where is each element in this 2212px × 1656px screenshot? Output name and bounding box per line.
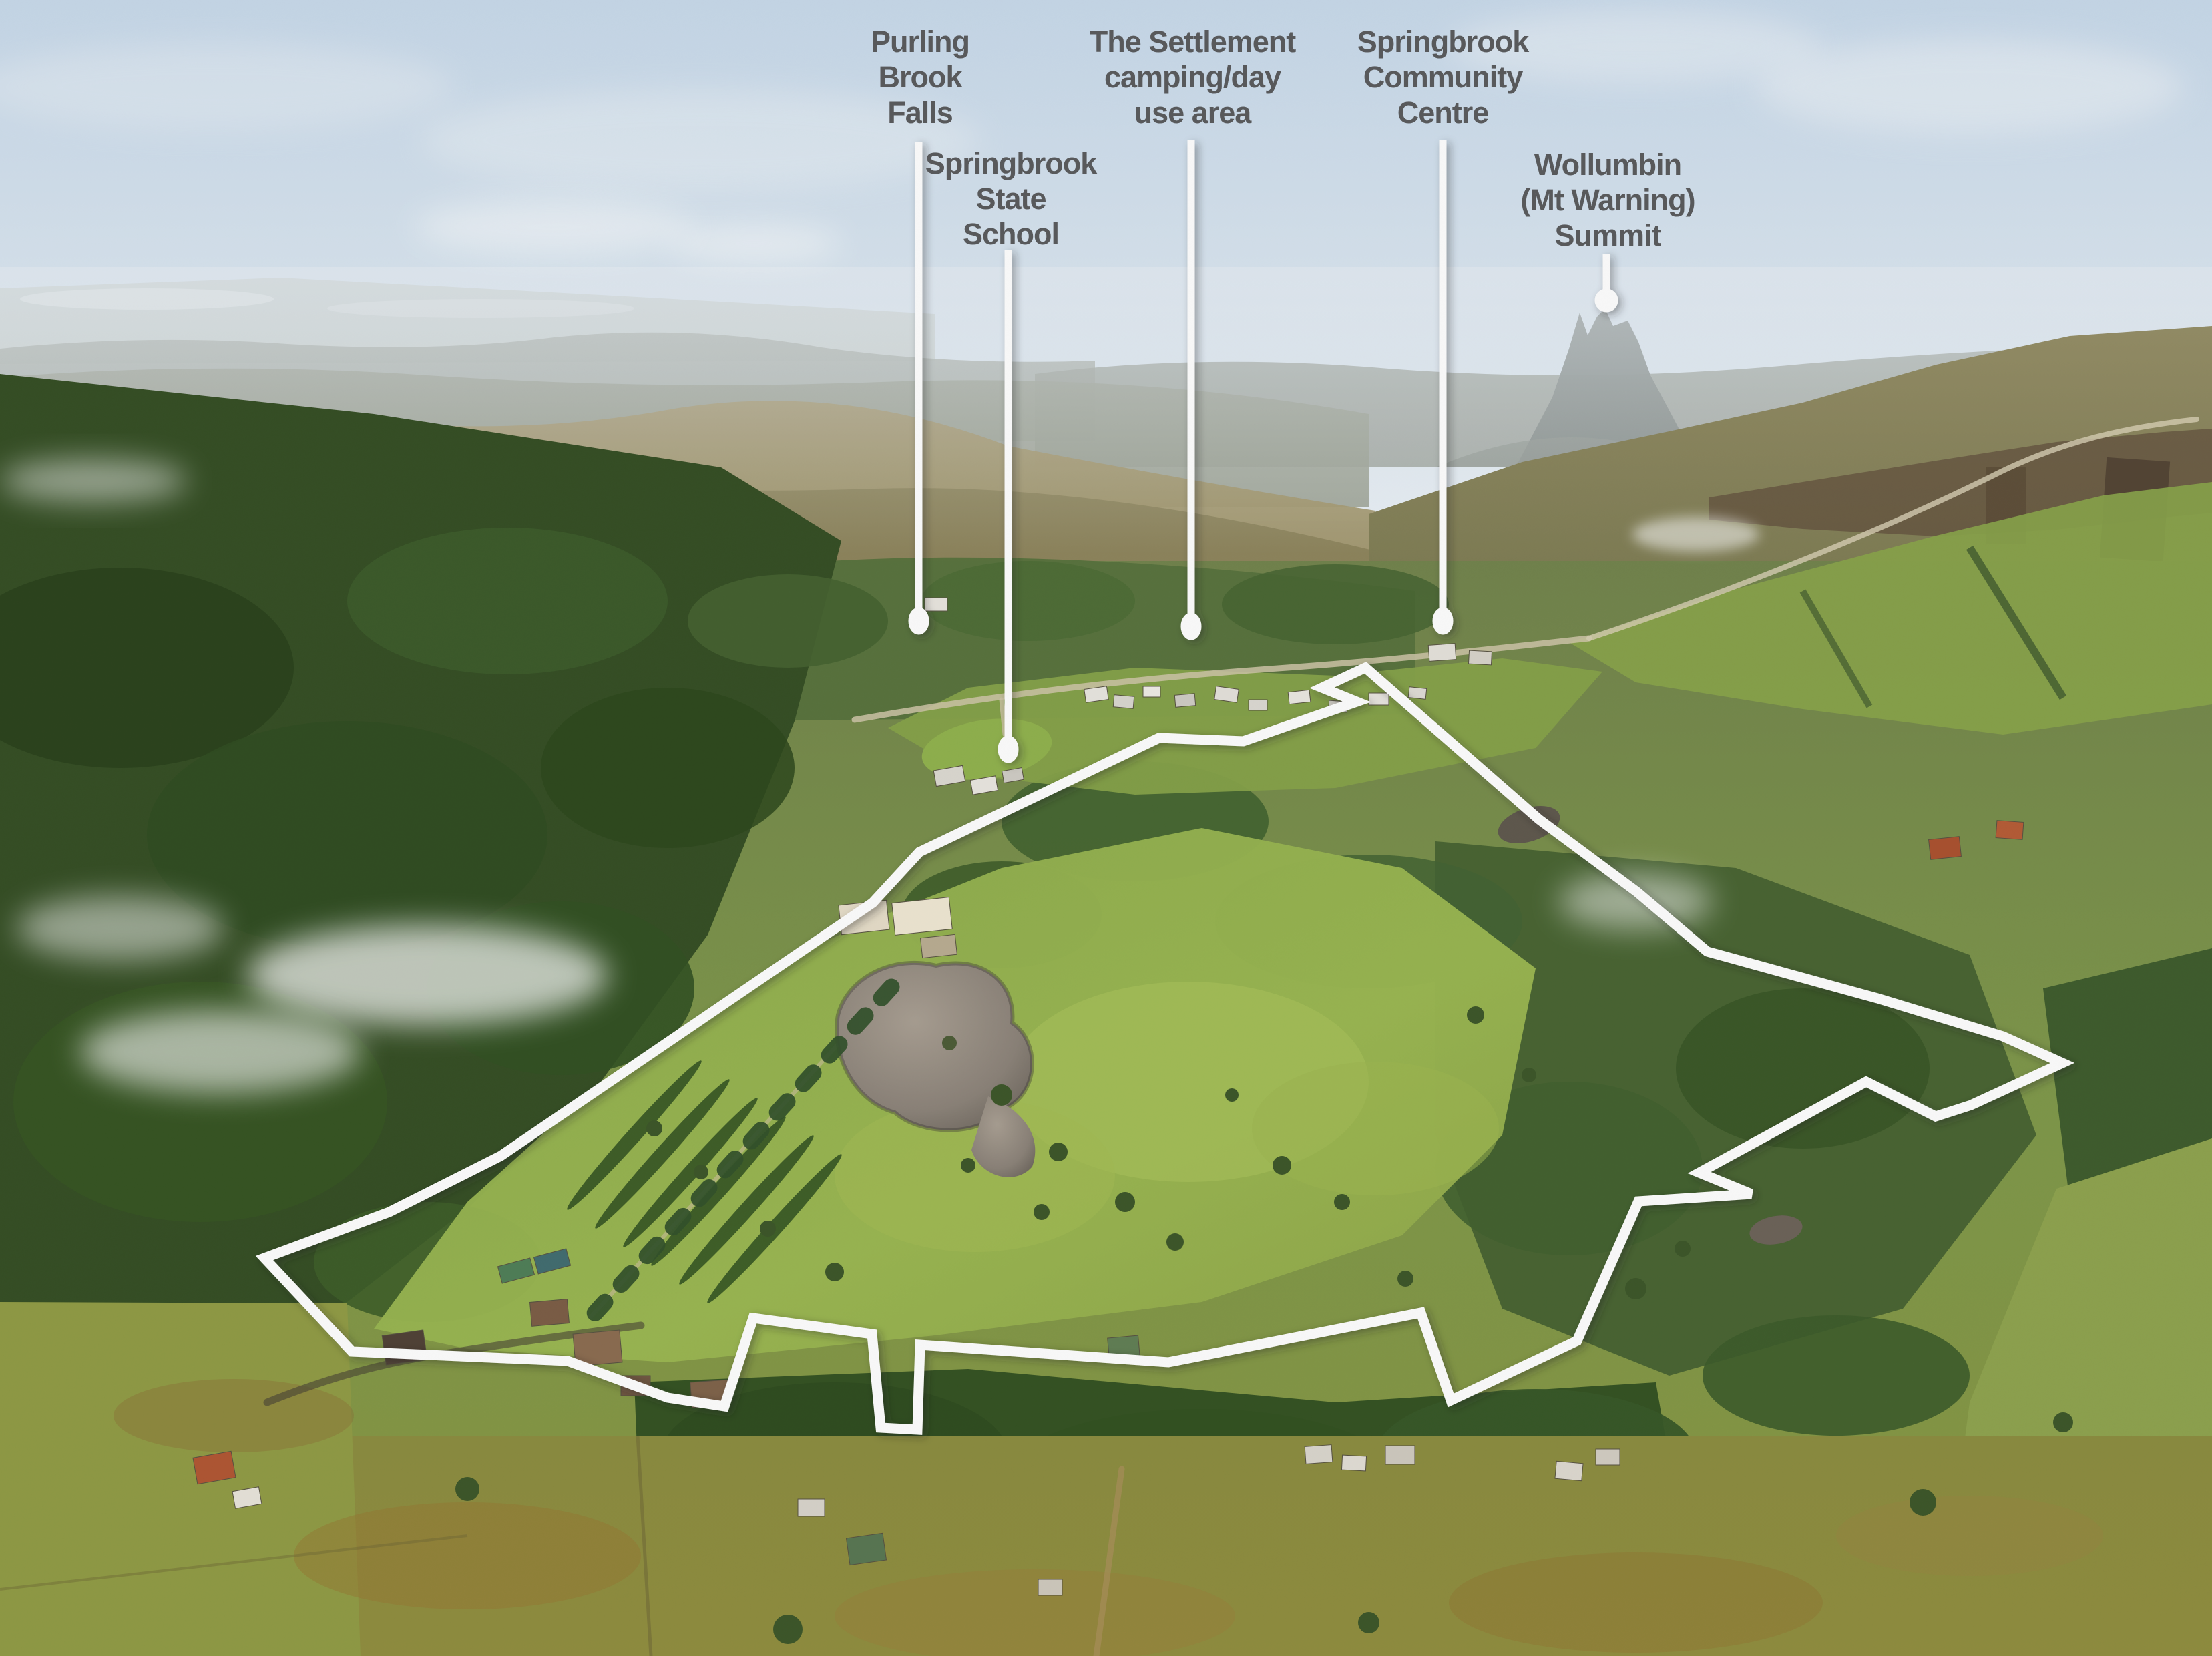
callout-label-springbrook-community-centre: Springbrook Community Centre xyxy=(1357,25,1529,130)
callout-label-purling-brook-falls: Purling Brook Falls xyxy=(871,25,970,130)
callout-label-settlement-camping: The Settlement camping/day use area xyxy=(1089,25,1297,130)
callout-label-springbrook-state-school: Springbrook State School xyxy=(925,146,1097,252)
callout-label-wollumbin-summit: Wollumbin (Mt Warning) Summit xyxy=(1520,148,1695,253)
